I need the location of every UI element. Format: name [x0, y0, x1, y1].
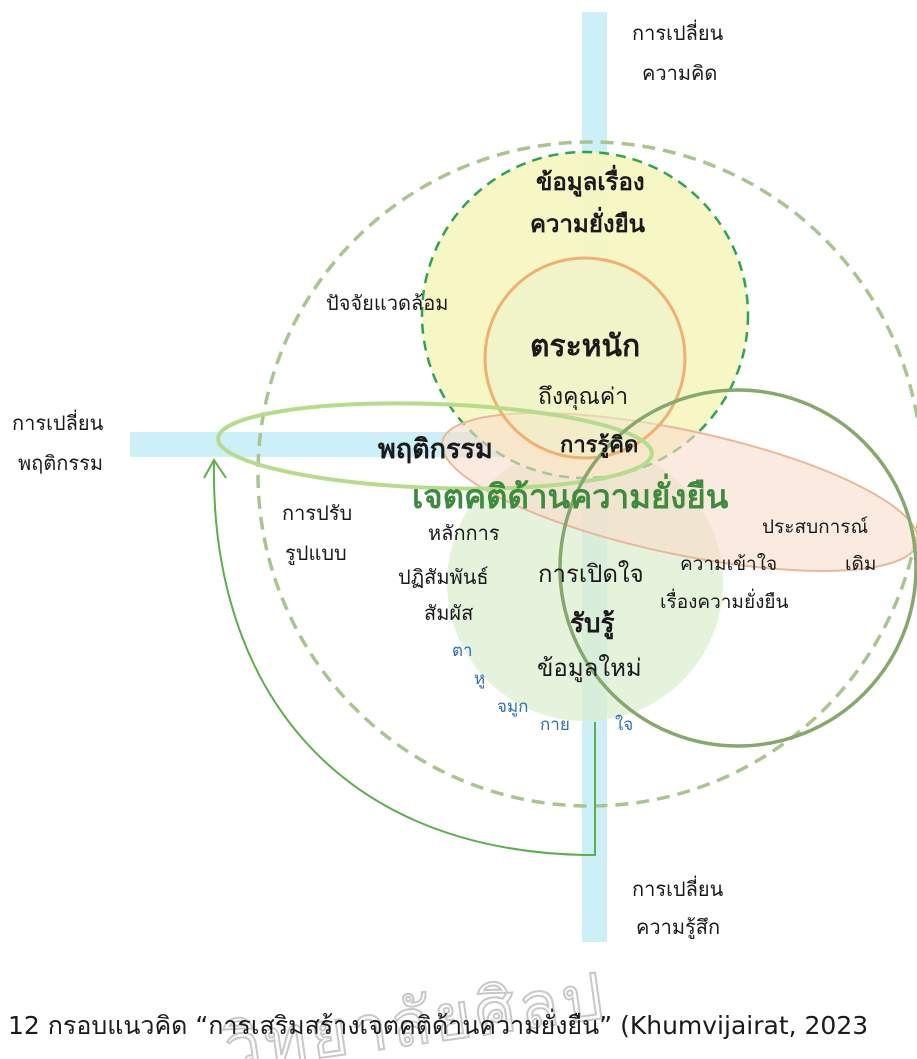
- openness-label: การเปิดใจ: [538, 560, 644, 588]
- principle-label-2: ปฏิสัมพันธ์: [398, 565, 489, 589]
- understanding-circle: [558, 388, 917, 748]
- value-label: ถึงคุณค่า: [538, 384, 628, 410]
- bottom-axis-label-1: การเปลี่ยน: [632, 875, 724, 901]
- behavior-ellipse: [216, 401, 654, 491]
- understanding-label-1: ความเข้าใจ: [680, 553, 777, 575]
- top-axis-label-2: ความคิด: [642, 61, 717, 85]
- awareness-label: ตระหนัก: [530, 329, 640, 364]
- sense-ear: หู: [474, 669, 485, 689]
- perceive-label: รับรู้: [570, 609, 614, 640]
- info-label-2: ความยั่งยืน: [530, 206, 646, 238]
- environment-label: ปัจจัยแวดล้อม: [326, 291, 448, 315]
- sense-nose: จมูก: [497, 697, 528, 717]
- adapt-label-1: การปรับ: [282, 501, 352, 525]
- sense-mind: ใจ: [615, 714, 633, 735]
- behavior-label: พฤติกรรม: [378, 434, 493, 465]
- bottom-axis-label-2: ความรู้สึก: [636, 915, 720, 940]
- feedback-arrowhead: [203, 458, 227, 479]
- new-info-label: ข้อมูลใหม่: [537, 654, 642, 683]
- cognition-label: การรู้คิด: [560, 433, 638, 459]
- attitude-label: เจตคติด้านความยั่งยืน: [412, 473, 729, 516]
- experience-label-1: ประสบการณ์: [762, 516, 868, 538]
- top-axis-label-1: การเปลี่ยน: [632, 19, 724, 45]
- sense-eye: ตา: [452, 641, 473, 661]
- experience-label-2: เดิม: [845, 553, 876, 575]
- left-axis-label-1: การเปลี่ยน: [12, 409, 104, 435]
- info-label-1: ข้อมูลเรื่อง: [536, 164, 645, 197]
- figure-caption: 12 กรอบแนวคิด “การเสริมสร้างเจตคติด้านคว…: [8, 1008, 868, 1040]
- watermark-seal: วิทยาลัยศิลป: [220, 960, 611, 1059]
- awareness-circle: [483, 256, 687, 460]
- sense-body: กาย: [540, 715, 570, 735]
- adapt-label-2: รูปแบบ: [285, 541, 347, 566]
- understanding-label-2: เรื่องความยั่งยืน: [660, 588, 789, 613]
- principle-label-3: สัมผัส: [424, 601, 473, 625]
- feedback-arrow: [212, 461, 596, 856]
- principle-label-1: หลักการ: [428, 521, 500, 545]
- environment-circle: [256, 140, 917, 808]
- left-axis-label-2: พฤติกรรม: [18, 451, 103, 475]
